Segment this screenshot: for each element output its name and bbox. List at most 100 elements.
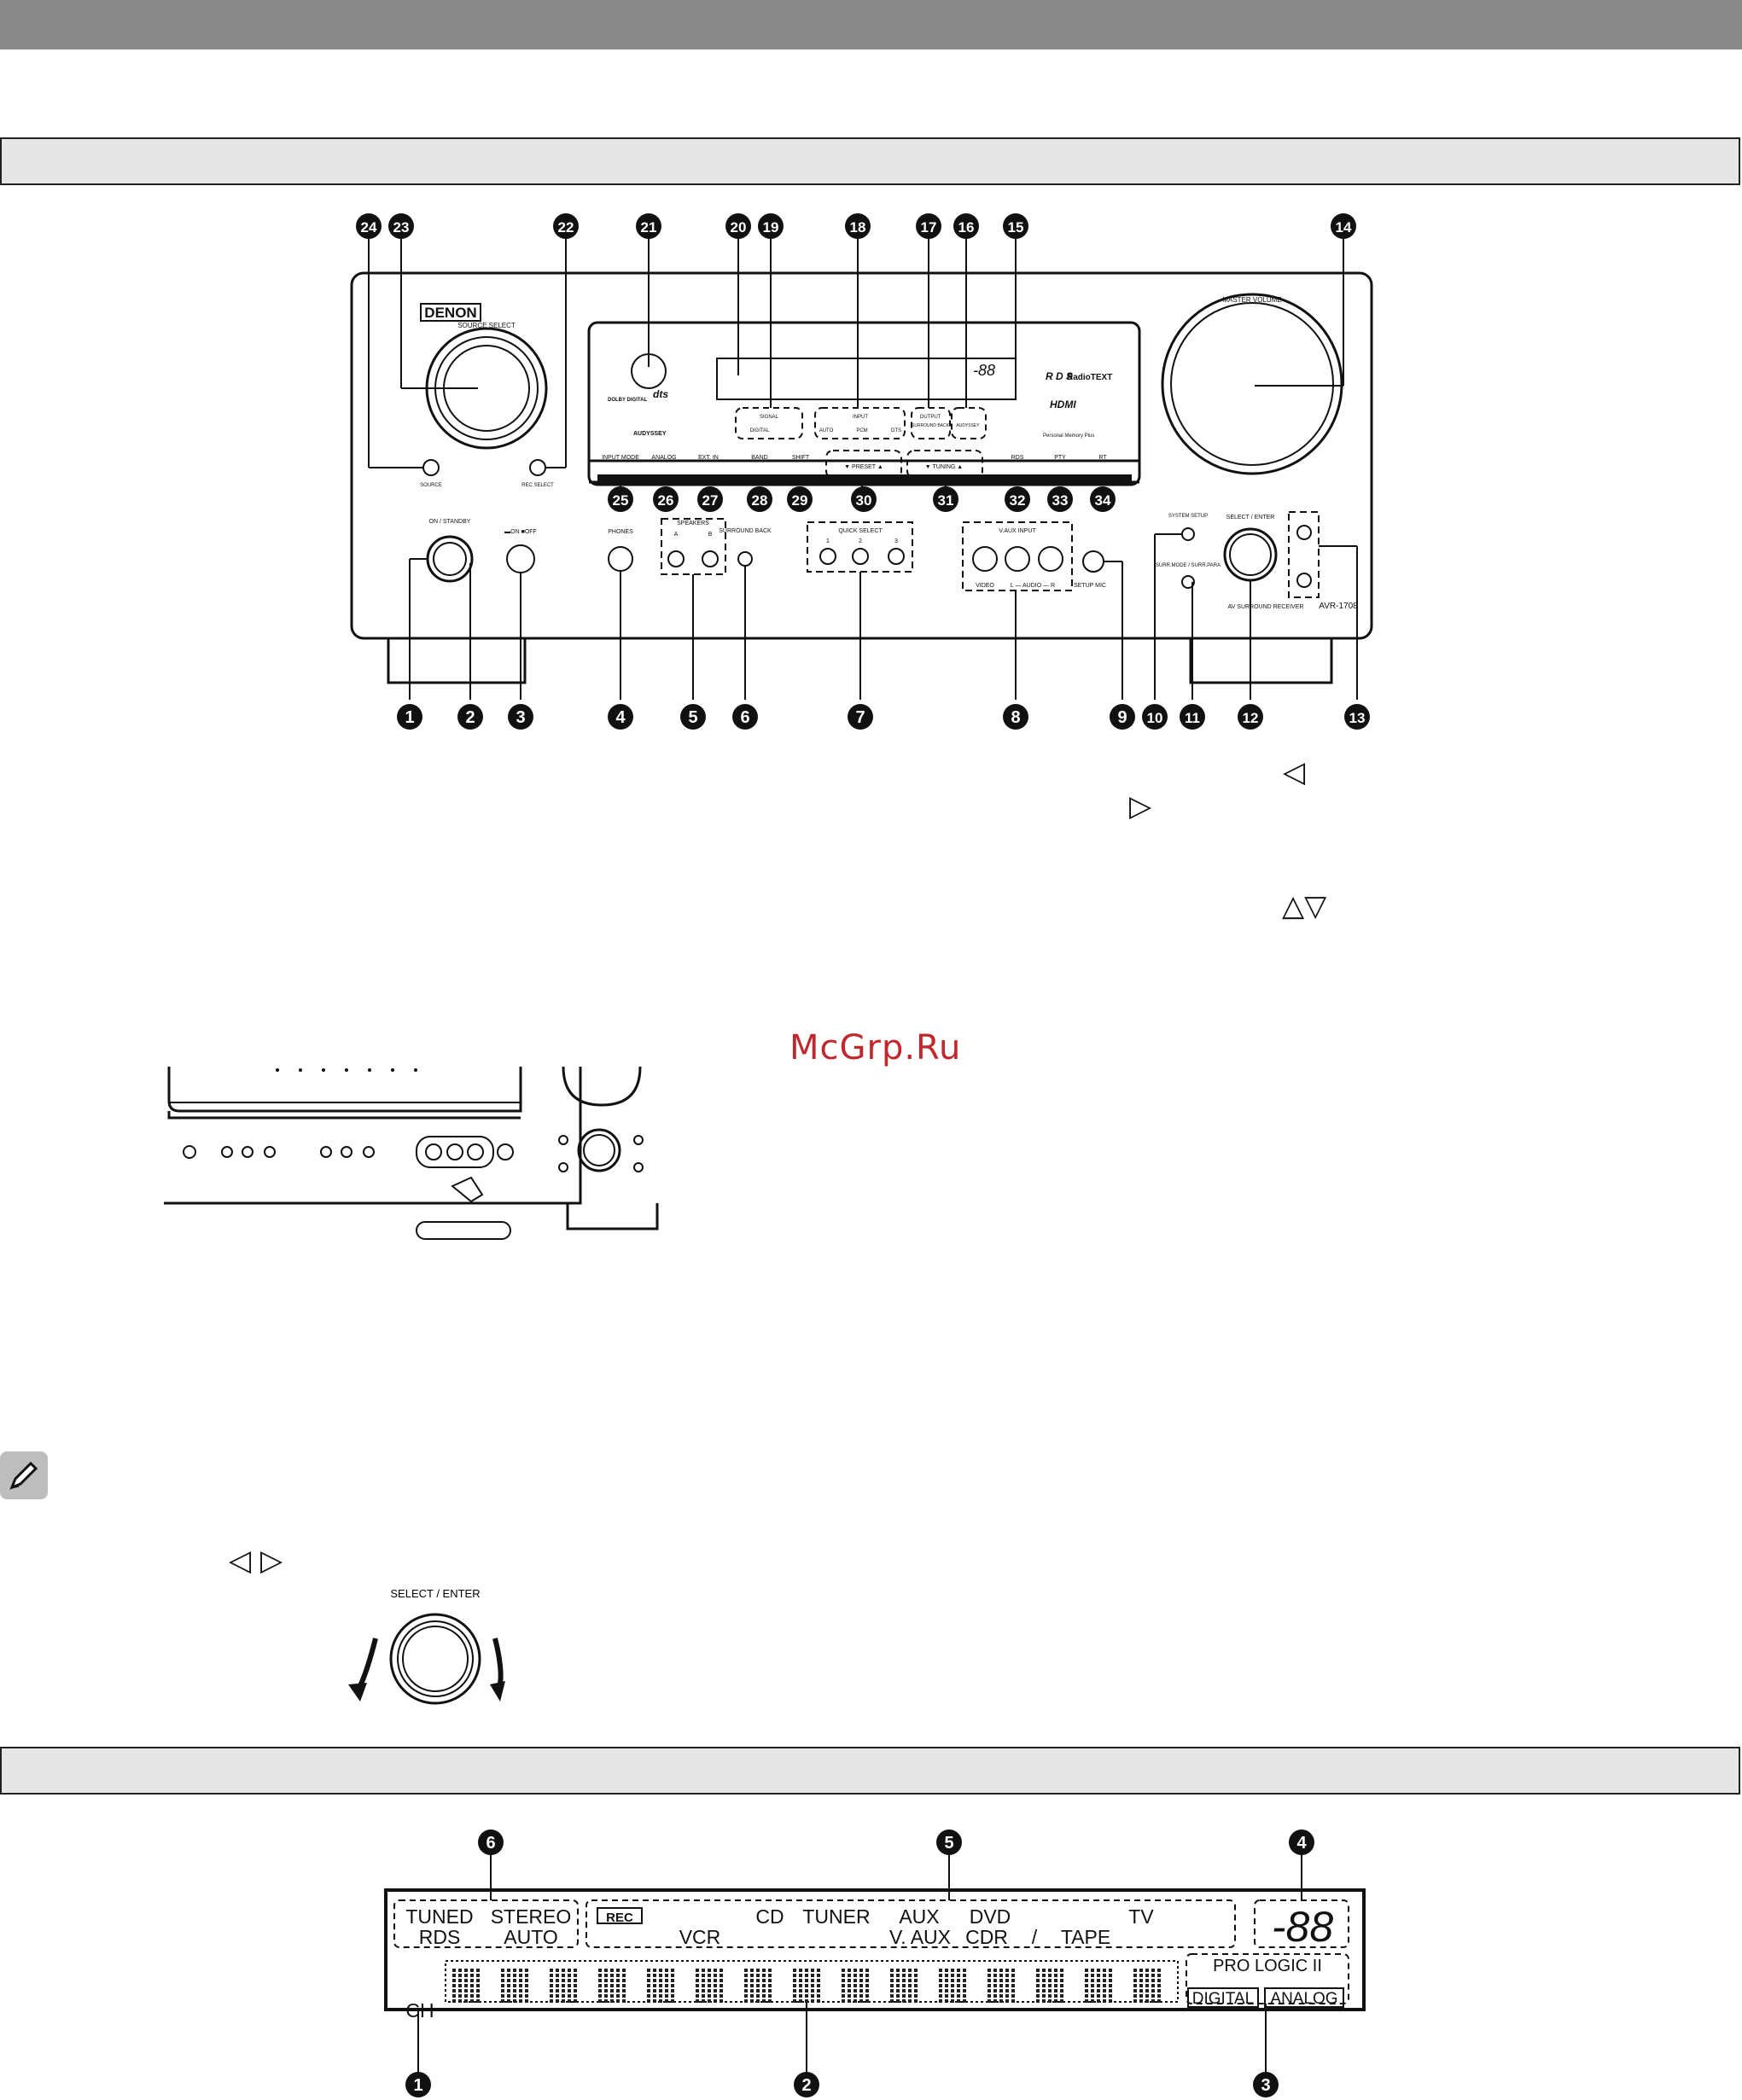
matrix-dot	[476, 1969, 480, 1972]
matrix-dot	[945, 1979, 948, 1982]
svg-text:BAND: BAND	[751, 455, 767, 461]
svg-text:-88: -88	[1272, 1903, 1333, 1951]
svg-text:▼ PRESET ▲: ▼ PRESET ▲	[844, 464, 883, 470]
matrix-dot	[452, 1984, 456, 1987]
callout-20: 20	[725, 213, 751, 239]
matrix-dot	[671, 1969, 674, 1972]
matrix-dot	[756, 1989, 760, 1992]
matrix-dot	[604, 1979, 608, 1982]
matrix-dot	[1048, 1999, 1052, 2003]
matrix-dot	[848, 1989, 851, 1992]
matrix-dot	[865, 1999, 869, 2003]
svg-text:1: 1	[405, 708, 414, 727]
matrix-dot	[470, 1989, 474, 1992]
matrix-dot	[890, 1989, 894, 1992]
matrix-dot	[848, 1974, 851, 1977]
matrix-dot	[848, 1969, 851, 1972]
matrix-dot	[865, 1969, 869, 1972]
matrix-dot	[562, 1969, 565, 1972]
matrix-dot	[1157, 1969, 1161, 1972]
matrix-dot	[817, 1994, 820, 1998]
matrix-dot	[817, 1989, 820, 1992]
matrix-dot	[574, 1969, 577, 1972]
matrix-dot	[1054, 1989, 1057, 1992]
matrix-dot	[574, 1974, 577, 1977]
svg-text:CH: CH	[405, 1999, 434, 2021]
svg-text:30: 30	[856, 492, 872, 509]
svg-text:REC: REC	[606, 1911, 633, 1925]
svg-text:5: 5	[688, 708, 697, 727]
matrix-dot	[562, 1989, 565, 1992]
svg-text:EXT. IN: EXT. IN	[698, 455, 719, 461]
svg-text:SYSTEM SETUP: SYSTEM SETUP	[1168, 514, 1208, 519]
matrix-dot	[696, 1984, 699, 1987]
matrix-dot	[902, 1984, 906, 1987]
matrix-dot	[519, 1984, 522, 1987]
matrix-dot	[1036, 1999, 1040, 2003]
matrix-dot	[1157, 1974, 1161, 1977]
matrix-dot	[665, 1994, 668, 1998]
svg-text:AUDYSSEY: AUDYSSEY	[956, 423, 980, 428]
matrix-dot	[951, 1974, 954, 1977]
matrix-dot	[756, 1999, 760, 2003]
matrix-dot	[854, 1969, 857, 1972]
matrix-dot	[507, 1989, 510, 1992]
svg-text:PTY: PTY	[1054, 455, 1066, 461]
matrix-dot	[756, 1969, 760, 1972]
svg-text:Personal Memory Plus: Personal Memory Plus	[1043, 433, 1094, 439]
matrix-dot	[750, 1974, 754, 1977]
matrix-dot	[750, 1989, 754, 1992]
matrix-dot	[1103, 1989, 1106, 1992]
matrix-dot	[1091, 1969, 1094, 1972]
matrix-dot	[817, 1984, 820, 1987]
matrix-dot	[999, 1999, 1003, 2003]
matrix-dot	[1011, 1999, 1015, 2003]
right-triangle-icon: ▷	[1129, 789, 1152, 823]
svg-text:SOURCE SELECT: SOURCE SELECT	[457, 322, 516, 329]
matrix-dot	[702, 1979, 705, 1982]
matrix-dot	[574, 1994, 577, 1998]
matrix-dot	[1109, 1979, 1112, 1982]
matrix-dot	[914, 1984, 918, 1987]
matrix-dot	[744, 1969, 748, 1972]
matrix-dot	[1060, 1989, 1063, 1992]
matrix-dot	[720, 1994, 723, 1998]
matrix-dot	[865, 1984, 869, 1987]
matrix-dot	[1054, 1979, 1057, 1982]
svg-text:HDMI: HDMI	[1050, 398, 1076, 410]
matrix-dot	[476, 1979, 480, 1982]
matrix-dot	[993, 1999, 997, 2003]
matrix-dot	[653, 1979, 656, 1982]
svg-text:11: 11	[1185, 710, 1200, 726]
matrix-dot	[714, 1989, 717, 1992]
matrix-dot	[604, 1989, 608, 1992]
matrix-dot	[598, 1979, 602, 1982]
matrix-dot	[865, 1989, 869, 1992]
matrix-dot	[1085, 1984, 1088, 1987]
matrix-dot	[890, 1969, 894, 1972]
matrix-dot	[999, 1969, 1003, 1972]
matrix-dot	[896, 1989, 900, 1992]
matrix-dot	[1085, 1979, 1088, 1982]
matrix-dot	[501, 1979, 504, 1982]
matrix-dot	[659, 1974, 662, 1977]
matrix-dot	[1151, 1989, 1155, 1992]
svg-text:1: 1	[826, 538, 830, 544]
svg-text:31: 31	[938, 492, 954, 509]
matrix-dot	[896, 1984, 900, 1987]
matrix-dot	[1157, 1999, 1161, 2003]
matrix-dot	[896, 1979, 900, 1982]
matrix-dot	[525, 1999, 528, 2003]
matrix-dot	[665, 1989, 668, 1992]
callout-8: 8	[1003, 704, 1028, 730]
matrix-dot	[501, 1994, 504, 1998]
matrix-dot	[756, 1974, 760, 1977]
display-callout-5: 5	[936, 1830, 962, 1855]
svg-text:SURROUND BACK: SURROUND BACK	[912, 423, 950, 428]
matrix-dot	[768, 1989, 772, 1992]
matrix-dot	[993, 1989, 997, 1992]
matrix-dot	[550, 1969, 553, 1972]
svg-text:/: /	[1032, 1926, 1038, 1948]
matrix-dot	[1091, 1989, 1094, 1992]
matrix-dot	[1005, 1984, 1009, 1987]
